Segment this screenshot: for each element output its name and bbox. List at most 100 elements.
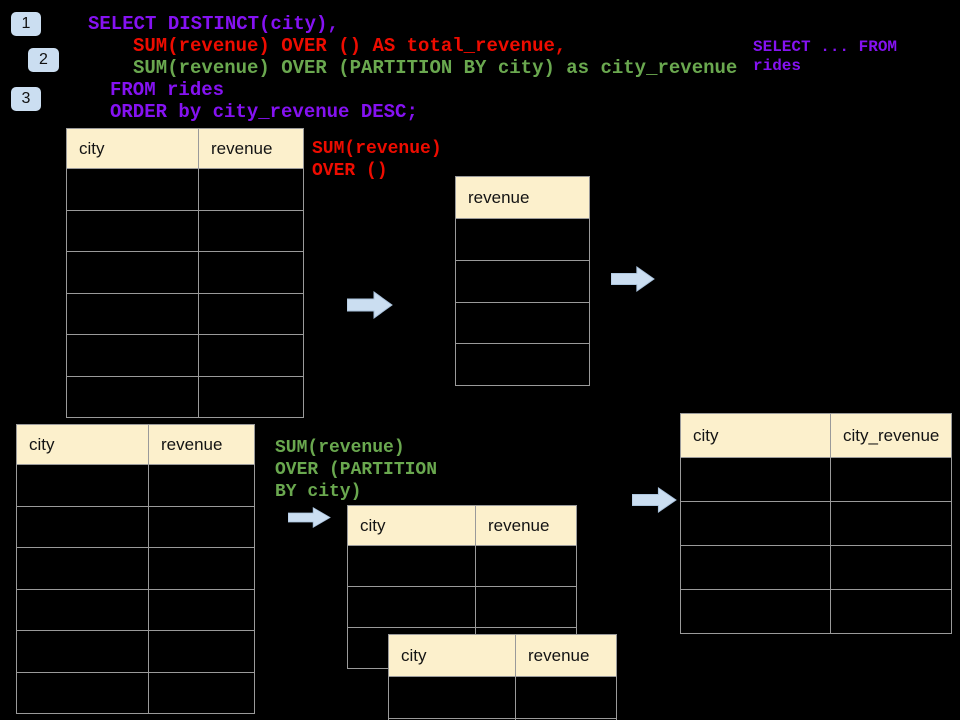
empty-cell [16,630,149,673]
empty-cell [515,717,617,720]
column-header-revenue: revenue [148,424,255,465]
empty-table-row [66,209,304,252]
flow-arrow-icon [347,291,393,319]
empty-cell [16,505,149,548]
sql-line-order-by: ORDER by city_revenue DESC; [110,101,418,123]
empty-table-row [680,457,952,502]
sql-line-from: FROM rides [110,79,225,101]
table-rides-source-bottom: city revenue [16,424,255,714]
empty-table-row [16,630,255,673]
empty-table-row [16,671,255,714]
empty-cell [198,251,304,294]
empty-cell [198,375,304,418]
empty-cell [66,292,199,335]
empty-cell [455,218,590,261]
empty-table-row [16,464,255,507]
empty-table-row [66,168,304,211]
sql-line-select: SELECT DISTINCT(city), [88,13,339,35]
table-partition-step-overlay: city revenue [388,634,617,720]
flow-arrow-icon [632,487,677,513]
flow-arrow-icon [611,266,655,292]
empty-cell [66,375,199,418]
empty-cell [455,259,590,303]
empty-table-row [388,676,617,719]
empty-cell [680,501,831,546]
empty-table-row [66,292,304,335]
empty-table-row [16,547,255,590]
empty-table-row [388,717,617,720]
empty-cell [475,545,577,587]
side-note-line-1: SELECT ... FROM [753,38,898,56]
column-header-city: city [16,424,149,465]
empty-cell [455,301,590,345]
empty-table-row [66,251,304,294]
table-total-revenue-result: revenue [455,176,590,387]
empty-table-row [455,218,590,261]
window-partition-label-line-1: SUM(revenue) [275,438,405,458]
empty-table-row [455,259,590,303]
empty-table-row [680,589,952,634]
empty-cell [198,168,304,211]
empty-cell [830,545,952,590]
empty-cell [347,586,476,628]
table-rides-source-top: city revenue [66,128,304,418]
empty-cell [16,588,149,631]
empty-table-row [347,545,577,587]
step-badge-1: 1 [11,12,41,36]
empty-table-row [347,586,577,628]
empty-cell [16,547,149,590]
empty-table-row [680,545,952,590]
step-badge-3: 3 [11,87,41,111]
table-city-revenue-result: city city_revenue [680,413,952,634]
side-note-line-2: rides [753,57,802,75]
empty-cell [148,630,255,673]
empty-cell [198,292,304,335]
empty-cell [148,464,255,507]
column-header-revenue: revenue [475,505,577,546]
column-header-city: city [347,505,476,546]
step-badge-2: 2 [28,48,59,72]
empty-table-row [16,588,255,631]
empty-cell [830,589,952,634]
empty-cell [388,676,516,719]
sql-line-sum-over: SUM(revenue) OVER () AS total_revenue, [133,35,567,57]
empty-cell [148,588,255,631]
column-header-city: city [388,634,516,677]
empty-cell [66,209,199,252]
empty-cell [16,671,149,714]
window-partition-label-line-2: OVER (PARTITION [275,460,438,480]
empty-cell [830,501,952,546]
empty-table-row [455,343,590,387]
flow-arrow-icon [288,507,331,528]
empty-cell [66,251,199,294]
empty-cell [830,457,952,502]
column-header-revenue: revenue [455,176,590,219]
empty-cell [66,168,199,211]
column-header-revenue: revenue [515,634,617,677]
empty-cell [515,676,617,719]
empty-table-row [66,334,304,377]
window-total-label-line-1: SUM(revenue) [312,139,442,159]
empty-table-row [455,301,590,345]
empty-table-row [680,501,952,546]
empty-cell [680,589,831,634]
empty-cell [455,343,590,387]
window-total-label-line-2: OVER () [312,161,388,181]
empty-cell [475,586,577,628]
empty-cell [148,505,255,548]
sql-line-sum-partition: SUM(revenue) OVER (PARTITION BY city) as… [133,57,738,79]
empty-cell [16,464,149,507]
column-header-revenue: revenue [198,128,304,169]
empty-cell [148,547,255,590]
empty-cell [198,209,304,252]
empty-cell [148,671,255,714]
empty-cell [347,545,476,587]
empty-cell [680,545,831,590]
empty-cell [198,334,304,377]
column-header-city: city [680,413,831,458]
empty-table-row [16,505,255,548]
column-header-city-revenue: city_revenue [830,413,952,458]
empty-cell [680,457,831,502]
empty-table-row [66,375,304,418]
